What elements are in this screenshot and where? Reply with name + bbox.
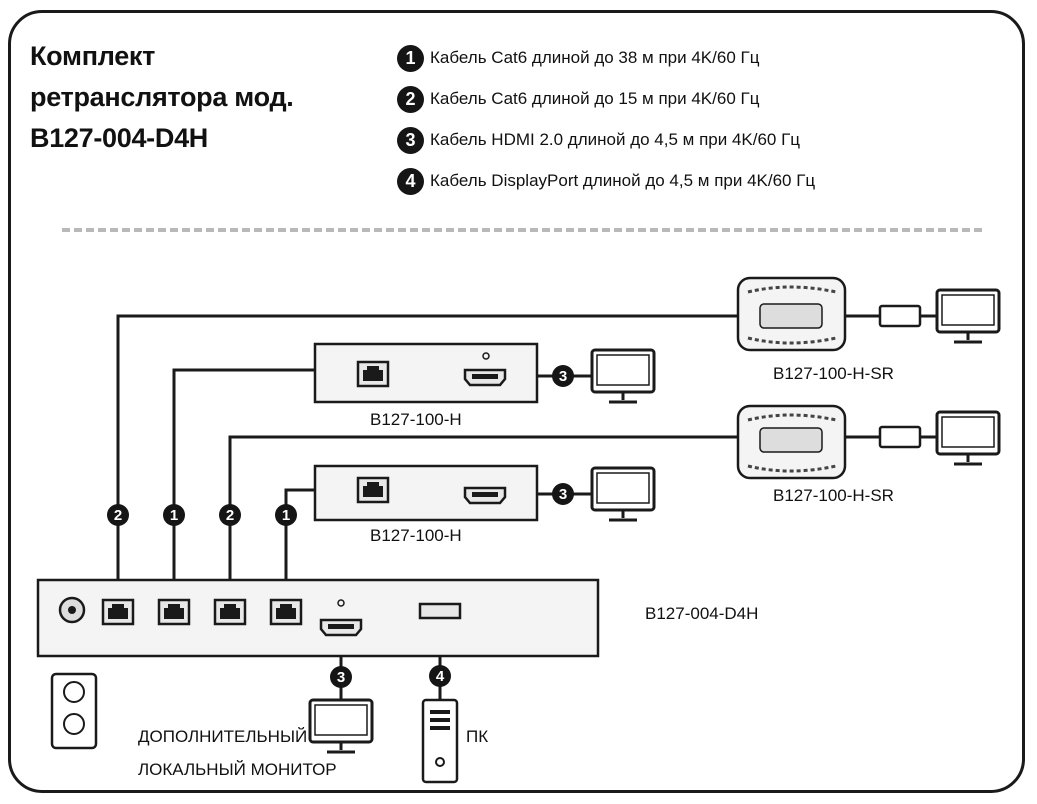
svg-text:2: 2 (114, 507, 122, 524)
svg-text:1: 1 (282, 507, 290, 524)
cable-badge-out3: 1 (163, 504, 185, 526)
legend-badge-1: 1 (397, 44, 424, 72)
legend-badge-2: 2 (397, 85, 424, 113)
pc-tower-icon (421, 698, 459, 784)
svg-text:1: 1 (170, 507, 178, 524)
cable-legend: 1 Кабель Cat6 длиной до 38 м при 4K/60 Г… (397, 42, 815, 206)
kit-title: Комплект ретранслятора мод. B127-004-D4H (30, 36, 370, 159)
label-sr-bottom: B127-100-H-SR (773, 486, 894, 505)
svg-text:2: 2 (226, 507, 234, 524)
device-h-bottom (313, 464, 539, 522)
label-sr-top: B127-100-H-SR (773, 364, 894, 383)
cable-badge-out2: 2 (219, 504, 241, 526)
legend-badge-3: 3 (397, 126, 424, 154)
diagram-frame (8, 10, 1025, 793)
device-sr-top (736, 276, 922, 352)
label-main: B127-004-D4H (645, 604, 759, 623)
svg-text:3: 3 (559, 368, 567, 385)
monitor-sr-top-icon (935, 288, 1001, 344)
device-main (36, 578, 600, 658)
legend-text-2: Кабель Cat6 длиной до 15 м при 4K/60 Гц (430, 89, 760, 108)
cable-badge-h-top-hdmi: 3 (552, 365, 574, 387)
cable-badge-dp: 4 (429, 665, 451, 687)
legend-item-1: 1 Кабель Cat6 длиной до 38 м при 4K/60 Г… (397, 42, 815, 74)
monitor-h-bottom-icon (590, 466, 656, 522)
device-sr-bottom (736, 404, 922, 480)
cable-out2-sr-bottom (228, 435, 738, 598)
cable-badge-out4: 2 (107, 504, 129, 526)
monitor-local-icon (308, 698, 374, 754)
label-monitor-line1: ДОПОЛНИТЕЛЬНЫЙ (138, 727, 308, 746)
title-line-3: B127-004-D4H (30, 123, 208, 153)
power-outlet-icon (50, 672, 98, 750)
title-line-1: Комплект (30, 41, 156, 71)
legend-text-1: Кабель Cat6 длиной до 38 м при 4K/60 Гц (430, 48, 760, 67)
label-h-bottom: B127-100-H (370, 526, 462, 545)
label-pc: ПК (466, 727, 489, 746)
cable-badge-local-hdmi: 3 (330, 666, 352, 688)
legend-item-4: 4 Кабель DisplayPort длиной до 4,5 м при… (397, 165, 815, 197)
device-h-top (313, 342, 539, 404)
legend-item-3: 3 Кабель HDMI 2.0 длиной до 4,5 м при 4K… (397, 124, 815, 156)
cable-badge-out1: 1 (275, 504, 297, 526)
svg-text:4: 4 (436, 668, 445, 685)
label-h-top: B127-100-H (370, 410, 462, 429)
monitor-sr-bottom-icon (935, 410, 1001, 466)
title-line-2: ретранслятора мод. (30, 82, 294, 112)
monitor-h-top-icon (590, 348, 656, 404)
legend-text-3: Кабель HDMI 2.0 длиной до 4,5 м при 4K/6… (430, 130, 801, 149)
legend-item-2: 2 Кабель Cat6 длиной до 15 м при 4K/60 Г… (397, 83, 815, 115)
label-monitor-line2: ЛОКАЛЬНЫЙ МОНИТОР (138, 760, 337, 779)
cable-badge-h-bottom-hdmi: 3 (552, 483, 574, 505)
section-divider (62, 228, 982, 232)
legend-text-4: Кабель DisplayPort длиной до 4,5 м при 4… (430, 171, 816, 190)
svg-text:3: 3 (559, 486, 567, 503)
legend-badge-4: 4 (397, 167, 424, 195)
svg-text:3: 3 (337, 669, 345, 686)
